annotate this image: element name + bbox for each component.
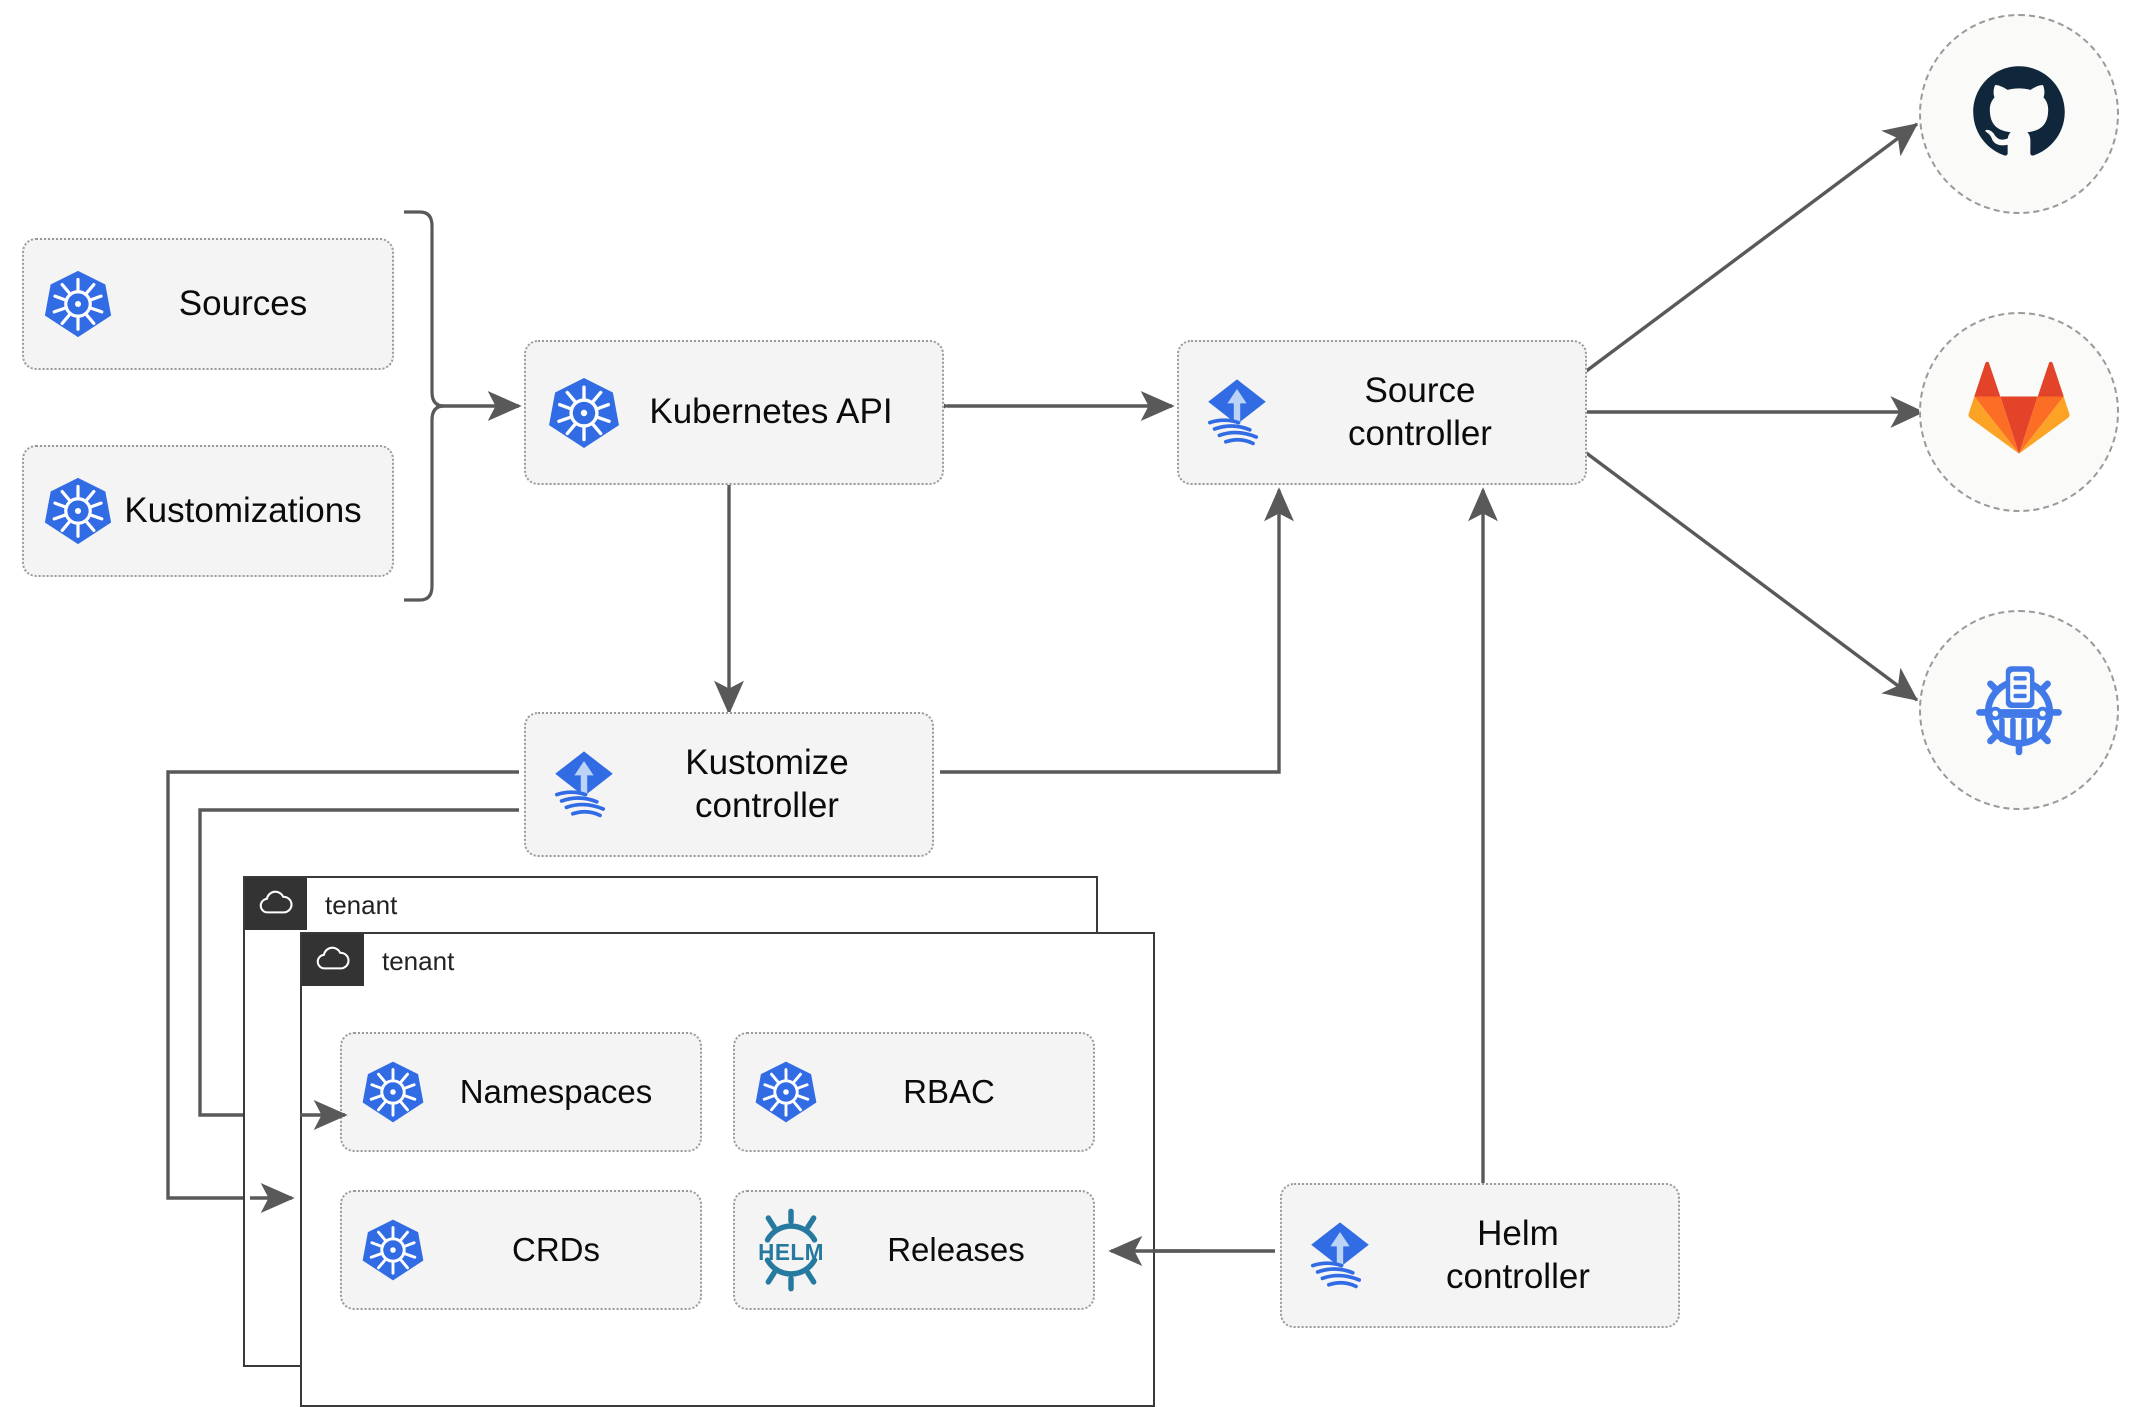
kubernetes-icon: [42, 268, 114, 340]
kubernetes-icon: [360, 1059, 426, 1125]
node-label: CRDs: [512, 1230, 600, 1268]
kubernetes-icon: [753, 1059, 819, 1125]
node-crds[interactable]: CRDs: [340, 1190, 702, 1310]
external-github[interactable]: [1919, 14, 2119, 214]
flux-icon: [1197, 373, 1277, 453]
helm-repository-icon: [1964, 653, 2074, 768]
tenant-title: tenant: [325, 890, 398, 920]
node-label: Kustomizations: [124, 490, 362, 530]
edge-source-to-helm-repo: [1583, 450, 1919, 702]
external-gitlab[interactable]: [1919, 312, 2119, 512]
external-helm-repository[interactable]: [1919, 610, 2119, 810]
node-label: Namespaces: [459, 1072, 653, 1110]
kubernetes-icon: [546, 375, 622, 451]
edge-source-to-github: [1583, 122, 1919, 374]
helm-icon: HELM: [749, 1208, 833, 1292]
node-label: Helm controller: [1446, 1213, 1590, 1296]
node-kustomizations[interactable]: Kustomizations: [22, 445, 394, 577]
flux-icon: [1300, 1216, 1380, 1296]
node-label: Kustomize controller: [685, 742, 849, 825]
kubernetes-icon: [360, 1217, 426, 1283]
node-source-controller[interactable]: Source controller: [1177, 340, 1587, 485]
tenant-tab: [245, 878, 307, 930]
node-label: Source controller: [1348, 370, 1492, 453]
node-label: RBAC: [903, 1072, 995, 1110]
node-rbac[interactable]: RBAC: [733, 1032, 1095, 1152]
kubernetes-icon: [42, 475, 114, 547]
node-releases[interactable]: HELM Releases: [733, 1190, 1095, 1310]
node-sources[interactable]: Sources: [22, 238, 394, 370]
node-label: Releases: [887, 1230, 1025, 1268]
node-helm-controller[interactable]: Helm controller: [1280, 1183, 1680, 1328]
tenant-tab: [302, 934, 364, 986]
group-bracket: [404, 210, 445, 602]
node-kustomize-controller[interactable]: Kustomize controller: [524, 712, 934, 857]
gitlab-icon: [1967, 358, 2071, 467]
cloud-icon: [315, 945, 351, 976]
node-label: Sources: [178, 283, 308, 323]
github-icon: [1967, 60, 2071, 169]
svg-text:HELM: HELM: [758, 1239, 824, 1265]
node-label: Kubernetes API: [649, 392, 893, 432]
node-kubernetes-api[interactable]: Kubernetes API: [524, 340, 944, 485]
tenant-frame-front[interactable]: tenant: [300, 932, 1155, 1407]
flux-icon: [544, 745, 624, 825]
tenant-title: tenant: [382, 946, 455, 976]
cloud-icon: [258, 889, 294, 920]
node-namespaces[interactable]: Namespaces: [340, 1032, 702, 1152]
edge-kustomize-to-source: [940, 487, 1294, 774]
